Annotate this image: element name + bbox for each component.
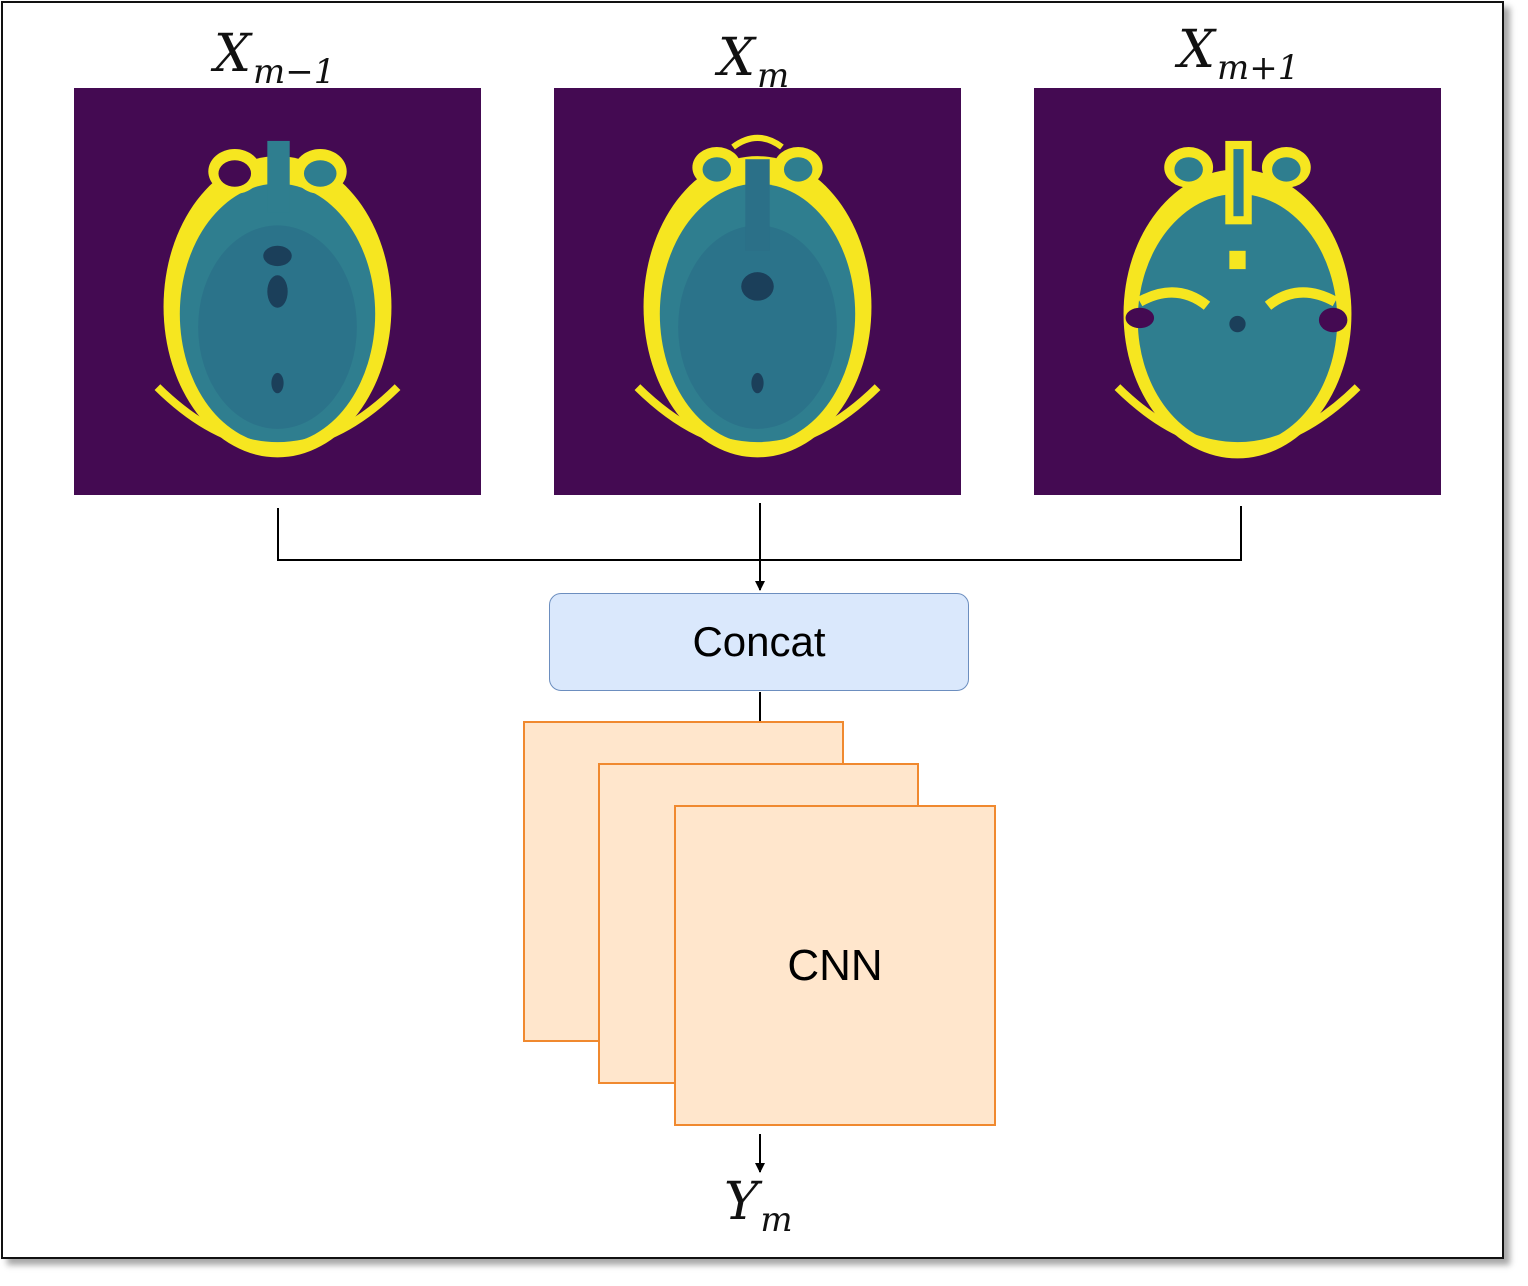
ct-slice-next-image (1034, 88, 1441, 495)
cnn-layer-front (674, 805, 996, 1126)
output-label-base: Y (724, 1172, 759, 1232)
input-label-current-sub: m (757, 56, 790, 96)
concat-block: Concat (549, 593, 969, 691)
input-label-prev: Xm−1 (214, 28, 335, 89)
ct-slice-prev-image (74, 88, 481, 495)
ct-slice-current-image (554, 88, 961, 495)
input-label-current-base: X (718, 28, 756, 88)
input-label-next: Xm+1 (1178, 24, 1299, 85)
input-label-current: Xm (718, 32, 789, 93)
input-label-prev-base: X (214, 24, 252, 84)
concat-label: Concat (692, 618, 826, 665)
output-label-sub: m (760, 1200, 793, 1240)
input-label-next-sub: m+1 (1217, 48, 1300, 88)
output-label: Ym (724, 1176, 793, 1237)
input-label-prev-sub: m−1 (253, 52, 336, 92)
cnn-label: CNN (787, 940, 883, 990)
input-label-next-base: X (1178, 20, 1216, 80)
